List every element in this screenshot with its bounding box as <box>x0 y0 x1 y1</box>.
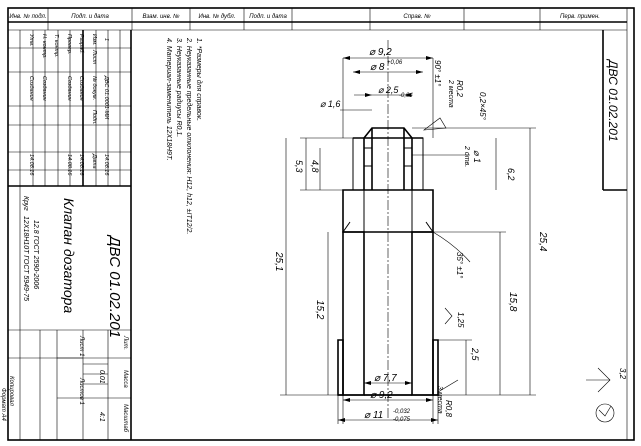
prov-label: Провер. <box>66 34 72 55</box>
dim-d16: ⌀ 1,6 <box>320 99 340 109</box>
data-header: Дата <box>91 153 97 169</box>
dim-d8-tol: +0,06 <box>387 60 403 66</box>
listov-sheet: Листов 1 <box>78 377 84 405</box>
podp-data-label-2: Подп. и дата <box>249 14 287 20</box>
dim-d1-note: 2 отв. <box>463 145 470 167</box>
inv-podl-label: Инв. № подл. <box>9 13 46 20</box>
ndokum-header: № докум. <box>91 76 97 100</box>
list-sheet: Лист 1 <box>78 335 84 356</box>
dim-d8: ⌀ 8 <box>370 62 385 73</box>
dim-d11-tol-up: -0,032 <box>393 409 411 415</box>
utv-signer: Созданин <box>28 76 34 101</box>
dim-r02: R0,2 <box>455 80 464 97</box>
dim-h251: 25,1 <box>273 251 284 271</box>
dim-h152: 15,2 <box>314 300 325 320</box>
dim-d25: ⌀ 2,5 <box>378 85 399 95</box>
dim-h254: 25,4 <box>537 231 548 252</box>
dim-chamfer: 0,2×45° <box>478 92 487 121</box>
corner-designation: ДВС 01.02.201 <box>602 30 627 191</box>
vzam-inv-label: Взам. инв. № <box>142 13 180 20</box>
designation-title: ДВС 01.02.201 <box>106 234 123 338</box>
dim-d11: ⌀ 11 <box>364 410 383 421</box>
general-roughness: 3,2 <box>586 367 627 423</box>
part-name: Клапан дозатора <box>61 198 77 313</box>
note-2: 2. Неуказанные предельные отклонения: H1… <box>185 37 193 234</box>
dim-h48: 4,8 <box>310 160 320 173</box>
mass-value: 0.01 <box>98 370 105 384</box>
scale-value: 4:1 <box>98 412 105 422</box>
dim-d92-bot: ⌀ 9,2 <box>370 390 393 401</box>
dim-r08-note: 3 места <box>436 386 443 414</box>
podp-data-label-1: Подп. и дата <box>71 14 109 20</box>
dim-h158: 15,8 <box>507 292 518 312</box>
prov-signer: Созданин <box>66 76 72 101</box>
note-1: 1. *Размеры для справок. <box>195 38 203 121</box>
dim-r02-note: 2 места <box>447 79 454 108</box>
dim-h62: 6,2 <box>506 168 516 181</box>
dim-r08: R0,8 <box>444 400 453 417</box>
razrab-signer: Созданин <box>78 76 84 101</box>
dim-d92-top: ⌀ 9,2 <box>369 47 392 58</box>
utv-date: 14.08.16 <box>28 154 34 176</box>
copied-label: Копировал <box>8 376 14 406</box>
dim-angle-35: 35° ±1° <box>455 252 464 279</box>
sprav-label: Справ. № <box>403 13 431 20</box>
perv-primen-label: Перв. примен. <box>560 14 600 20</box>
sheet-frame <box>7 7 635 441</box>
roughness-general-value: 3,2 <box>618 368 627 380</box>
dim-h25: 2,5 <box>470 347 480 362</box>
izm-header: Изм. <box>91 34 97 46</box>
roughness-125: 1,25 <box>456 312 465 328</box>
tkontr-label: Т. контр. <box>53 34 59 58</box>
nkontr-label: Н. контр. <box>41 34 47 59</box>
dim-d11-tol-low: -0,075 <box>393 417 411 423</box>
dim-angle-90: 90° ±1° <box>433 60 442 87</box>
note-4: 4. Материал-заменитель 12Х18Н9Т. <box>165 38 172 161</box>
material-line2: 12Х18Н10Т ГОСТ 5949-75 <box>22 216 29 301</box>
masshtab-header: Масштаб <box>122 404 128 433</box>
note-3: 3. Неуказанные радиусы R0,1. <box>175 38 183 137</box>
dim-d25-tol: -0,04 <box>399 93 413 99</box>
izm-value: 1 <box>103 38 109 41</box>
change-date-value: 14.08.16 <box>103 154 109 176</box>
massa-header: Масса <box>122 370 128 388</box>
inv-dubl-label: Инв. № дубл. <box>199 13 236 20</box>
material-prefix: Круг <box>22 196 29 211</box>
title-block: Изм. Лист № докум. Подп. Дата 1 ДВС 01.0… <box>0 30 132 440</box>
nkontr-signer: Созданин <box>41 76 47 101</box>
material-line1: 12.8 ГОСТ 2590-2006 <box>32 220 39 289</box>
technical-notes: 1. *Размеры для справок. 2. Неуказанные … <box>165 37 203 234</box>
top-stamp-block: Инв. № подл. Подп. и дата Взам. инв. № И… <box>8 8 627 31</box>
utv-label: Утв. <box>28 33 34 47</box>
dim-d1: ⌀ 1 <box>472 150 482 163</box>
change-doc-value: ДВС 01.0001-МИ <box>103 75 109 119</box>
razrab-label: Разраб. <box>78 34 84 54</box>
dim-d77: ⌀ 7,7 <box>374 373 397 384</box>
lit-header: Лит. <box>122 335 128 350</box>
prov-date: 14.08.16 <box>66 154 72 176</box>
list-header: Лист <box>91 49 97 65</box>
format-label: Формат А4 <box>0 388 6 421</box>
razrab-date: 14.08.16 <box>78 154 84 176</box>
corner-designation-text: ДВС 01.02.201 <box>606 58 620 142</box>
dim-h53: 5,3 <box>294 160 304 173</box>
podp-header: Подп. <box>91 110 97 125</box>
valve-section <box>337 40 439 420</box>
dimensions: ⌀ 9,2 ⌀ 8 +0,06 90° ±1° ⌀ 2,5 -0,04 ⌀ 1,… <box>273 47 548 424</box>
